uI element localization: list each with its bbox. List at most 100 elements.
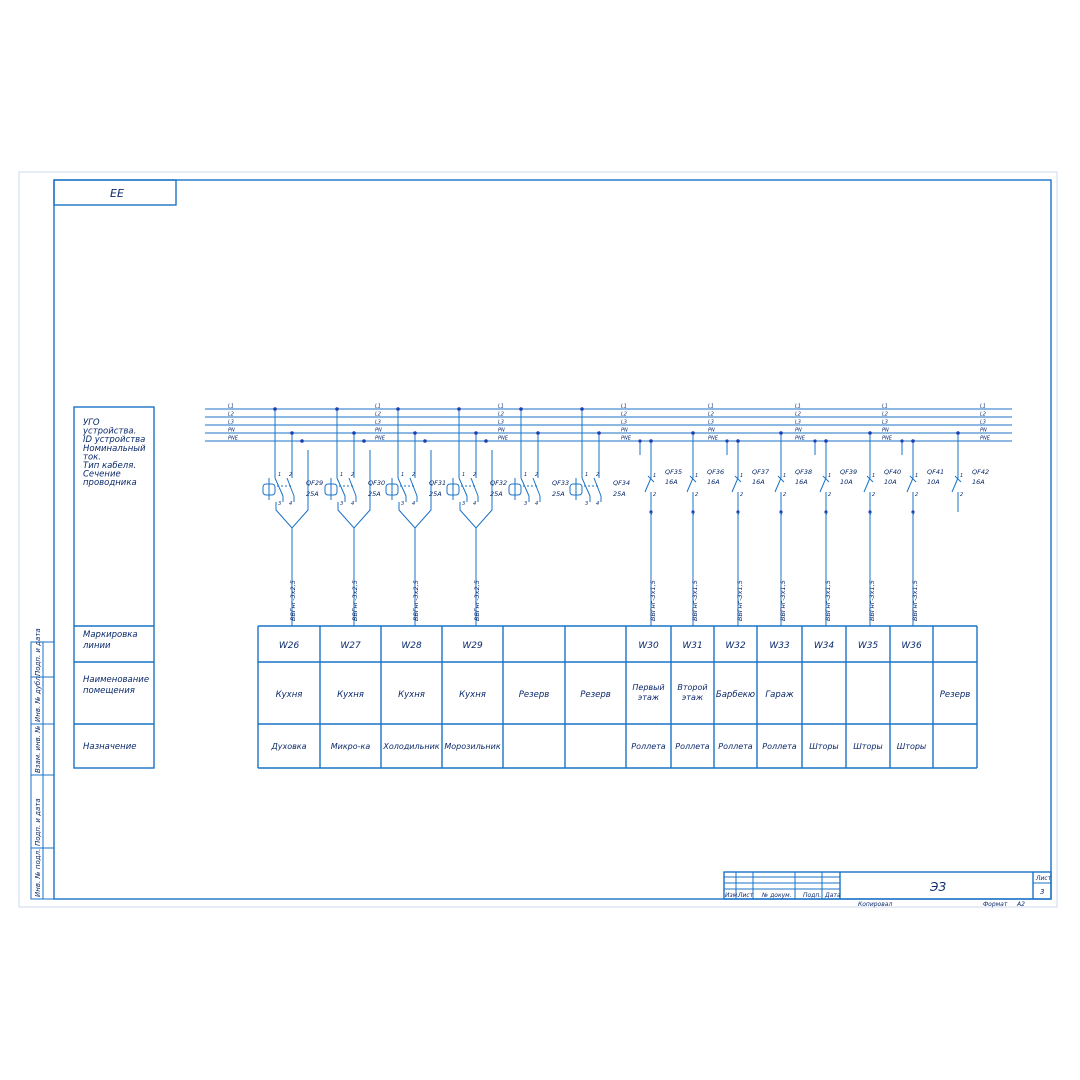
room-name: Кухня bbox=[276, 690, 303, 700]
device-rating: 25A bbox=[490, 490, 503, 498]
device-id: QF33 bbox=[552, 479, 569, 487]
bus-label: L2 bbox=[621, 412, 627, 418]
line-marking: W28 bbox=[401, 641, 422, 651]
device-rating: 16A bbox=[752, 478, 765, 486]
device-id: QF31 bbox=[429, 479, 446, 487]
pin-number: 1 bbox=[462, 472, 465, 478]
line-marking: W30 bbox=[638, 641, 659, 651]
bus-label: PN bbox=[228, 428, 235, 434]
bus-label: L2 bbox=[882, 412, 888, 418]
bus-label: L1 bbox=[621, 404, 627, 410]
device-id: QF34 bbox=[613, 479, 630, 487]
pin-number: 2 bbox=[828, 492, 831, 498]
device-rating: 25A bbox=[429, 490, 442, 498]
switch-contact bbox=[336, 477, 346, 497]
row-label: Маркировка bbox=[83, 630, 138, 640]
pin-number: 2 bbox=[740, 492, 743, 498]
bus-label: PNE bbox=[228, 436, 239, 442]
purpose: Духовка bbox=[270, 742, 306, 751]
bus-label: L3 bbox=[228, 420, 234, 426]
pin-number: 1 bbox=[872, 473, 875, 479]
pin-number: 2 bbox=[872, 492, 875, 498]
pin-number: 2 bbox=[653, 492, 656, 498]
bus-label: PNE bbox=[375, 436, 386, 442]
format-label: Формат bbox=[983, 901, 1008, 908]
pin-number: 3 bbox=[401, 501, 404, 507]
switch-contact bbox=[348, 477, 357, 497]
margin-label: Подп. и дата bbox=[34, 798, 42, 846]
bus-label: L2 bbox=[795, 412, 801, 418]
bus-label: PNE bbox=[498, 436, 509, 442]
device-id: QF29 bbox=[306, 479, 323, 487]
row-label: линии bbox=[82, 641, 111, 651]
purpose: Роллета bbox=[631, 742, 666, 751]
line-marking: W31 bbox=[682, 641, 702, 651]
bus-label: L1 bbox=[375, 404, 381, 410]
pin-number: 1 bbox=[585, 472, 588, 478]
switch-contact bbox=[458, 477, 468, 497]
pin-number: 3 bbox=[585, 501, 588, 507]
bus-label: PNE bbox=[882, 436, 893, 442]
switch-contact bbox=[581, 477, 591, 497]
title-block: Изм. Лист № докум. Подп. Дата ЭЗ Лист 3 … bbox=[723, 871, 1052, 908]
bus-label: L2 bbox=[980, 412, 986, 418]
margin-label: Инв. № подл. bbox=[34, 849, 42, 897]
pin-number: 2 bbox=[960, 492, 963, 498]
bus-label: L2 bbox=[498, 412, 504, 418]
device-id: QF36 bbox=[707, 468, 724, 476]
pin-number: 4 bbox=[412, 501, 415, 507]
cable-type: ВВГнг-3х1,5 bbox=[824, 580, 832, 621]
device-id: QF30 bbox=[368, 479, 385, 487]
margin-label: Инв. № дубл. bbox=[34, 674, 42, 722]
bus-label: L1 bbox=[228, 404, 234, 410]
row-label: Назначение bbox=[83, 742, 136, 752]
bus-label: L1 bbox=[882, 404, 888, 410]
room-name: Кухня bbox=[459, 690, 486, 700]
breaker-contact bbox=[644, 477, 652, 493]
copied-label: Копировал bbox=[858, 901, 892, 908]
breaker-contact bbox=[819, 477, 827, 493]
purpose: Холодильник bbox=[382, 742, 439, 751]
pin-number: 3 bbox=[278, 501, 281, 507]
purpose: Роллета bbox=[762, 742, 797, 751]
device-id: QF32 bbox=[490, 479, 507, 487]
cable-type: ВВГнг-3х1,5 bbox=[911, 580, 919, 621]
title-col-label: Лист bbox=[737, 892, 754, 899]
pin-number: 1 bbox=[740, 473, 743, 479]
purpose: Морозильник bbox=[444, 742, 500, 751]
pin-number: 2 bbox=[289, 472, 292, 478]
device-rating: 16A bbox=[665, 478, 678, 486]
corner-stamp: ЕЕ bbox=[53, 179, 177, 206]
device-rating: 16A bbox=[972, 478, 985, 486]
switch-contact bbox=[397, 477, 407, 497]
device-rating: 25A bbox=[368, 490, 381, 498]
room-name: Гараж bbox=[765, 690, 794, 700]
device-id: QF41 bbox=[927, 468, 944, 476]
line-marking: W33 bbox=[769, 641, 790, 651]
pin-number: 2 bbox=[351, 472, 354, 478]
breaker-contact bbox=[731, 477, 739, 493]
cable-type: ВВГнг-3х2,5 bbox=[289, 580, 297, 621]
row-label: Наименование bbox=[83, 675, 149, 685]
switch-contact bbox=[409, 477, 418, 497]
bus-label: L2 bbox=[375, 412, 381, 418]
title-col-label: Изм. bbox=[725, 892, 739, 899]
cable-type: ВВГнг-3х2,5 bbox=[412, 580, 420, 621]
breaker-contact bbox=[863, 477, 871, 493]
breaker-contact bbox=[686, 477, 694, 493]
room-name: Резерв bbox=[580, 690, 611, 700]
pin-number: 1 bbox=[278, 472, 281, 478]
margin-label: Взам. инв. № bbox=[34, 725, 42, 773]
bus-label: L3 bbox=[980, 420, 986, 426]
room-name: Барбекю bbox=[716, 690, 755, 700]
corner-label: ЕЕ bbox=[110, 187, 124, 200]
pin-number: 1 bbox=[915, 473, 918, 479]
pin-number: 1 bbox=[828, 473, 831, 479]
